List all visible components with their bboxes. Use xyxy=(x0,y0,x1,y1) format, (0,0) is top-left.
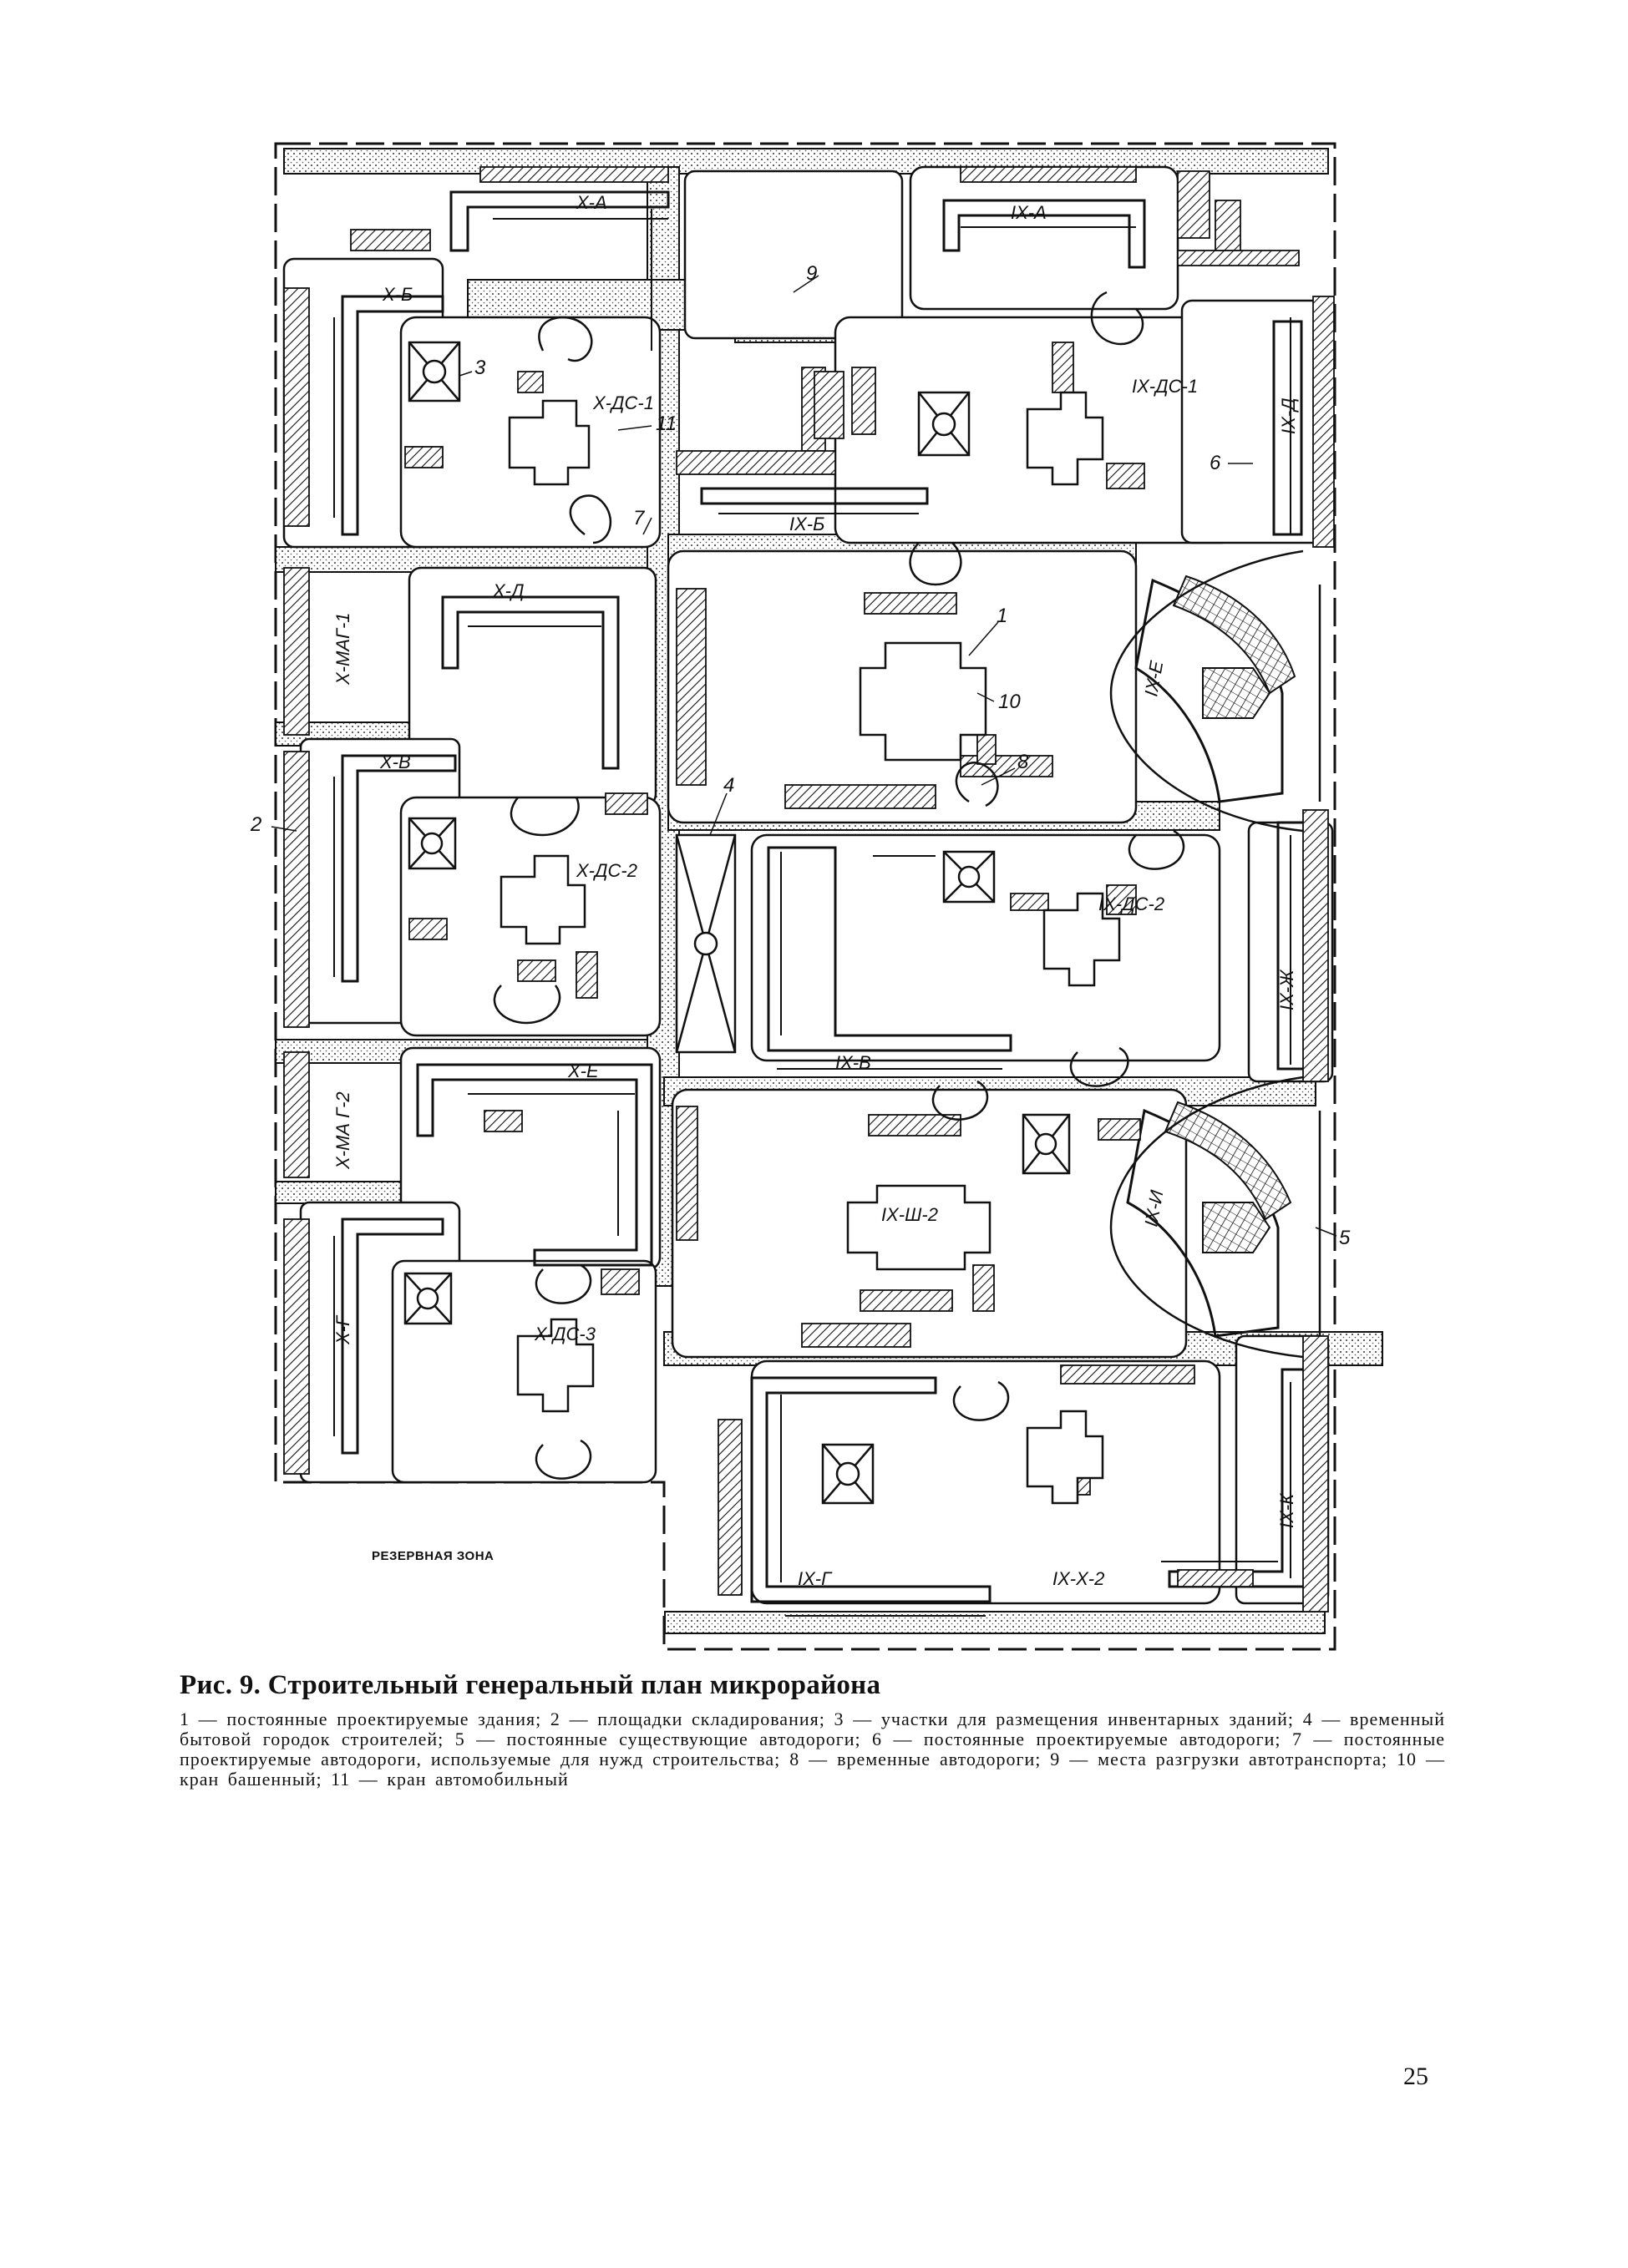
label-x-mag-2: X-МА Г-2 xyxy=(332,1091,353,1170)
svg-text:4: 4 xyxy=(723,774,734,797)
reserve-zone-label: РЕЗЕРВНАЯ ЗОНА xyxy=(372,1549,494,1563)
label-x-ds-2: X-ДС-2 xyxy=(576,860,637,881)
label-ix-sh-2: IX-Ш-2 xyxy=(881,1204,938,1225)
label-x-a: X-А xyxy=(576,192,607,213)
label-ix-d: IX-Д xyxy=(1278,397,1299,434)
callout-10: 10 xyxy=(976,691,1021,713)
callouts: 1 2 3 4 5 6 7 8 xyxy=(250,262,1351,1249)
label-x-d: X-Д xyxy=(492,580,525,601)
label-x-e: X-Е xyxy=(567,1061,599,1081)
callout-11: 11 xyxy=(617,413,677,435)
storage-areas xyxy=(283,166,1335,1612)
existing-masses xyxy=(1164,575,1296,1253)
caption-legend: 1 — постоянные проектируемые здания; 2 —… xyxy=(180,1709,1445,1790)
callout-7: 7 xyxy=(633,507,652,535)
temporary-roads xyxy=(493,291,1185,1480)
caption-title: Рис. 9. Строительный генеральный план ми… xyxy=(180,1670,881,1700)
svg-text:11: 11 xyxy=(656,413,677,435)
temporary-camp xyxy=(675,833,737,1054)
callout-2: 2 xyxy=(250,813,297,836)
page-number: 25 xyxy=(1403,2063,1428,2090)
svg-text:9: 9 xyxy=(806,262,817,285)
svg-text:1: 1 xyxy=(997,605,1007,627)
callout-9: 9 xyxy=(793,262,819,293)
label-x-ds-1: X-ДС-1 xyxy=(592,392,654,413)
label-x-g: X-Г xyxy=(332,1314,353,1345)
svg-text:6: 6 xyxy=(1210,452,1221,474)
svg-text:5: 5 xyxy=(1339,1227,1351,1249)
label-x-ds-3: X-ДС-3 xyxy=(534,1324,596,1344)
callout-4: 4 xyxy=(709,774,734,836)
label-ix-x-2: IX-Х-2 xyxy=(1052,1568,1104,1589)
label-ix-ds-2: IX-ДС-2 xyxy=(1098,894,1164,914)
block-outlines xyxy=(282,165,1334,1605)
callout-1: 1 xyxy=(968,605,1007,656)
inventory-plots xyxy=(403,341,1071,1505)
svg-text:7: 7 xyxy=(633,507,646,529)
label-ix-a: IX-А xyxy=(1011,202,1047,223)
kindergarten-buildings xyxy=(500,391,1121,1505)
figure-caption: Рис. 9. Строительный генеральный план ми… xyxy=(180,1670,1445,1790)
svg-text:2: 2 xyxy=(250,813,261,836)
label-ix-zh: IX-Ж xyxy=(1276,969,1297,1010)
label-x-mag-1: X-МАГ-1 xyxy=(332,612,353,686)
callout-3: 3 xyxy=(459,357,486,379)
label-ix-g: IX-Г xyxy=(798,1568,833,1589)
svg-text:3: 3 xyxy=(474,357,486,379)
label-ix-e: IX-Е xyxy=(1140,659,1167,698)
svg-text:8: 8 xyxy=(1017,751,1029,773)
callout-6: 6 xyxy=(1210,452,1253,474)
building-labels: X-А IX-А X-Б X-ДС-1 IX-ДС-1 IX-Б IX-Д X-… xyxy=(332,192,1299,1589)
svg-text:10: 10 xyxy=(998,691,1021,713)
permanent-road-arcs xyxy=(1109,549,1321,1359)
label-ix-v: IX-В xyxy=(835,1052,871,1073)
label-ix-k: IX-К xyxy=(1276,1493,1297,1528)
label-x-b: X-Б xyxy=(382,284,413,305)
label-ix-b: IX-Б xyxy=(789,514,824,534)
tower-crane-tracks xyxy=(333,209,1291,1617)
callout-8: 8 xyxy=(981,751,1029,786)
callout-5: 5 xyxy=(1315,1227,1351,1249)
label-x-v: X-В xyxy=(379,752,411,772)
label-ix-ds-1: IX-ДС-1 xyxy=(1132,376,1198,397)
